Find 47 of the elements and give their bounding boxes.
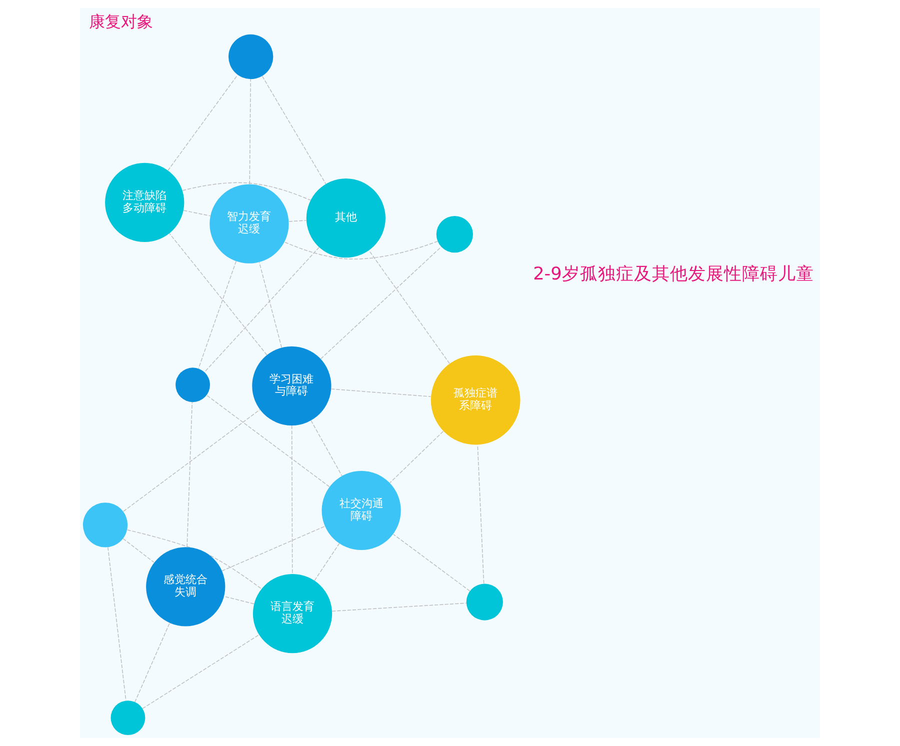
connector bbox=[169, 233, 268, 356]
connector bbox=[108, 546, 126, 701]
node-circle bbox=[176, 368, 210, 402]
connector bbox=[168, 74, 238, 171]
connector bbox=[392, 534, 470, 592]
connector bbox=[122, 538, 154, 563]
connector bbox=[249, 78, 251, 185]
connector bbox=[310, 420, 342, 476]
connector bbox=[222, 526, 326, 572]
connector bbox=[320, 246, 442, 360]
node-circle bbox=[82, 502, 128, 548]
connector bbox=[368, 250, 450, 364]
node-circle bbox=[436, 216, 473, 253]
connector bbox=[183, 210, 211, 216]
connector bbox=[291, 425, 293, 574]
connector bbox=[198, 260, 236, 369]
label: 2-9岁孤独症及其他发展性障碍儿童 bbox=[533, 264, 814, 284]
connector bbox=[288, 220, 307, 222]
connector bbox=[142, 634, 260, 709]
connector bbox=[126, 530, 262, 590]
connector bbox=[330, 388, 432, 397]
connector bbox=[262, 76, 326, 184]
connector bbox=[182, 182, 311, 200]
connector bbox=[332, 602, 467, 612]
node-circle: 语言发育迟缓 bbox=[252, 574, 332, 654]
diagram-title: 康复对象 bbox=[89, 12, 154, 31]
connector bbox=[258, 262, 282, 348]
connector bbox=[284, 240, 438, 260]
connector bbox=[477, 444, 484, 584]
connector bbox=[314, 543, 340, 581]
connector bbox=[224, 596, 254, 604]
node-circle bbox=[110, 700, 146, 736]
connector bbox=[123, 409, 260, 512]
node-circle: 孤独症谱系障碍 bbox=[430, 355, 520, 445]
node-circle: 其他 bbox=[306, 178, 386, 258]
connector bbox=[390, 431, 444, 484]
node-circle: 智力发育迟缓 bbox=[210, 184, 289, 264]
connector bbox=[186, 402, 193, 548]
connector bbox=[204, 246, 320, 373]
connector bbox=[134, 622, 170, 702]
node-circle bbox=[228, 34, 274, 80]
node-circle: 注意缺陷多动障碍 bbox=[105, 162, 184, 242]
node-circle bbox=[466, 584, 503, 620]
node-circle: 感觉统合失调 bbox=[146, 547, 226, 626]
connector bbox=[206, 394, 330, 488]
node-circle: 学习困难与障碍 bbox=[252, 346, 332, 426]
node-circle: 社交沟通障碍 bbox=[322, 470, 401, 550]
